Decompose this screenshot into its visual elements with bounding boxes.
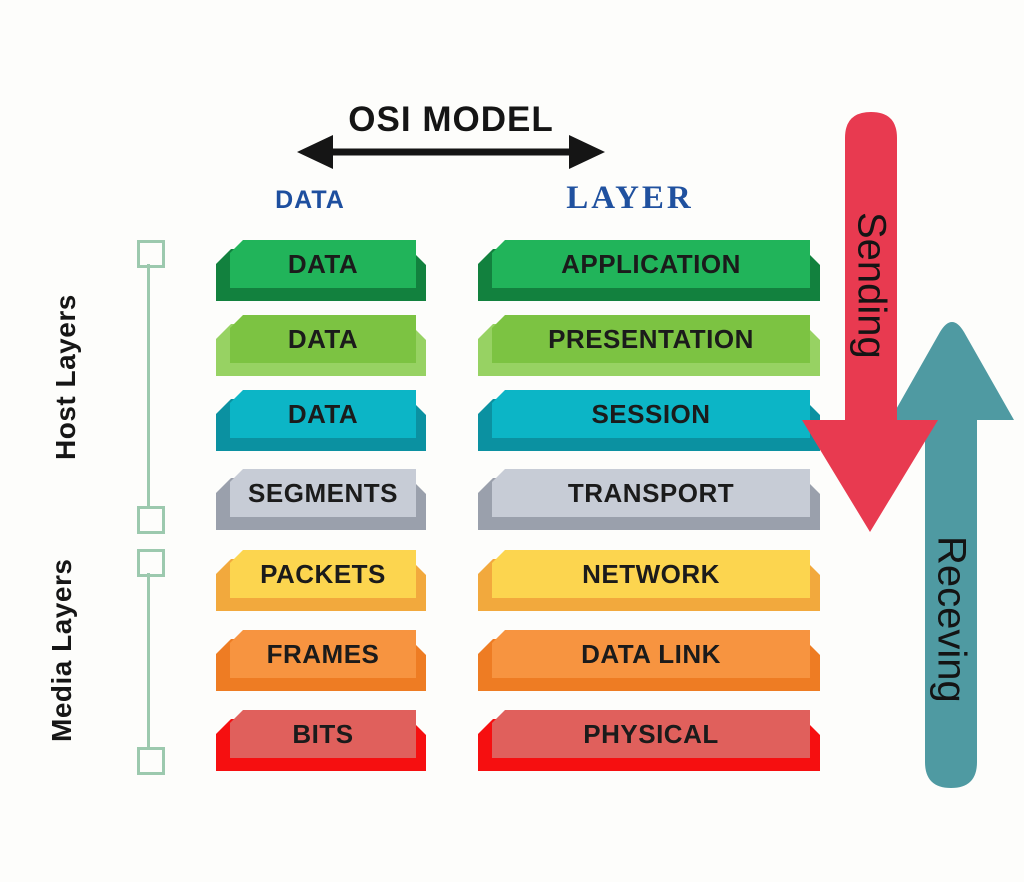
pdu-label: DATA: [287, 323, 359, 354]
host-bracket-top-square: [137, 240, 165, 268]
pdu-label: DATA: [287, 248, 359, 279]
layer-label: NETWORK: [582, 558, 720, 589]
layer-box-network: NETWORK: [492, 550, 810, 598]
pdu-label: FRAMES: [266, 638, 380, 669]
pdu-box-network: PACKETS: [230, 550, 416, 598]
media-layers-label: Media Layers: [46, 558, 77, 742]
page-title: OSI MODEL: [348, 100, 554, 139]
pdu-box-session: DATA: [230, 390, 416, 438]
pdu-box-physical: BITS: [230, 710, 416, 758]
host-bracket-line: [147, 264, 150, 506]
sending-label: Sending: [849, 211, 894, 359]
pdu-box-datalink: FRAMES: [230, 630, 416, 678]
layer-box-session: SESSION: [492, 390, 810, 438]
layer-label: TRANSPORT: [567, 477, 735, 508]
host-layers-label: Host Layers: [50, 294, 81, 460]
pdu-box-presentation: DATA: [230, 315, 416, 363]
pdu-box-transport: SEGMENTS: [230, 469, 416, 517]
pdu-label: SEGMENTS: [248, 477, 398, 508]
pdu-label: BITS: [292, 718, 354, 749]
layer-box-transport: TRANSPORT: [492, 469, 810, 517]
pdu-box-application: DATA: [230, 240, 416, 288]
media-bracket-line: [147, 573, 150, 747]
layer-label: PHYSICAL: [583, 718, 719, 749]
layer-label: PRESENTATION: [548, 323, 754, 354]
media-bracket-top-square: [137, 549, 165, 577]
layer-box-application: APPLICATION: [492, 240, 810, 288]
column-header-data: DATA: [275, 186, 345, 214]
direction-arrows: [802, 112, 1014, 788]
host-bracket-bottom-square: [137, 506, 165, 534]
pdu-label: PACKETS: [260, 558, 386, 589]
pdu-label: DATA: [287, 398, 359, 429]
layer-box-datalink: DATA LINK: [492, 630, 810, 678]
sending-arrow-icon: [802, 112, 938, 532]
layer-box-physical: PHYSICAL: [492, 710, 810, 758]
double-headed-arrow-icon: [297, 135, 605, 169]
receiving-arrow-icon: [890, 322, 1014, 788]
layer-label: APPLICATION: [561, 248, 741, 279]
media-bracket-bottom-square: [137, 747, 165, 775]
column-header-layer: LAYER: [566, 180, 694, 216]
layer-label: SESSION: [591, 398, 711, 429]
receiving-label: Receving: [929, 536, 974, 703]
layer-box-presentation: PRESENTATION: [492, 315, 810, 363]
layer-label: DATA LINK: [581, 638, 721, 669]
